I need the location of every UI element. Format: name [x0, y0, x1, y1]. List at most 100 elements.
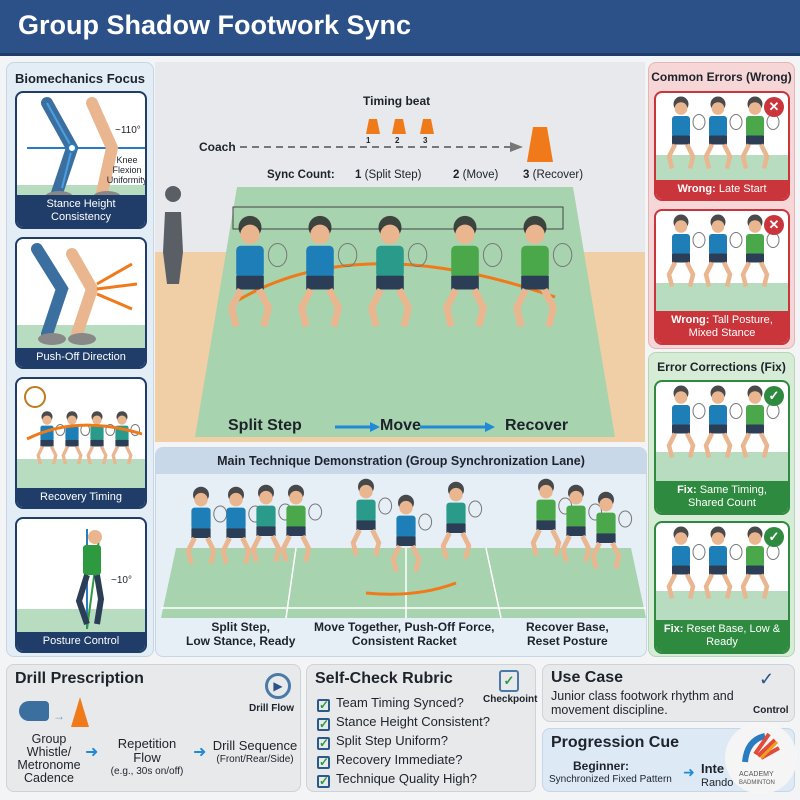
posture-angle-label: ~10° [111, 575, 132, 586]
players-illustration [666, 526, 780, 600]
demo-title: Main Technique Demonstration (Group Sync… [156, 448, 646, 474]
whistle-icon [19, 701, 49, 721]
svg-text:ACADEMY: ACADEMY [739, 771, 774, 778]
drill-step-repetition: Repetition Flow(e.g., 30s on/off) [110, 736, 184, 778]
header: Group Shadow Footwork Sync [0, 0, 800, 56]
player-figure [740, 526, 780, 600]
timing-beat-label: Timing beat [363, 94, 431, 108]
biomech-card-stance: ~110° Knee Flexion Uniformity Stance Hei… [15, 91, 147, 229]
progression-to-text: Rando [701, 777, 734, 789]
sync-count-2: 2 (Move) [453, 169, 499, 181]
demo-caption-move: Move Together, Push-Off Force, Consisten… [314, 620, 495, 648]
beat-3: 3 [423, 136, 428, 145]
phase-move: Move [380, 417, 421, 434]
sync-count-label: Sync Count: [267, 169, 335, 181]
coach-label: Coach [199, 140, 236, 154]
player-figure [703, 385, 743, 459]
fix-card-same-timing: ✓ Fix: Same Timing, Shared Count [654, 380, 790, 515]
page-title: Group Shadow Footwork Sync [18, 10, 412, 40]
rubric-title: Self-Check Rubric [315, 670, 453, 687]
card-caption: Recovery Timing [17, 488, 145, 507]
progression-title: Progression Cue [551, 734, 680, 751]
player-figure [590, 491, 633, 570]
arrow-icon: ➜ [85, 744, 99, 761]
fixes-title: Error Corrections (Fix) [657, 360, 786, 374]
players-illustration [666, 385, 780, 459]
card-caption: Wrong: Tall Posture, Mixed Stance [656, 311, 788, 343]
error-card-late-start: ✕ Wrong: Late Start [654, 91, 790, 201]
biomechanics-title: Biomechanics Focus [14, 71, 146, 86]
svg-text:BADMINTON: BADMINTON [739, 780, 775, 786]
drill-flow-label: Drill Flow [249, 703, 294, 714]
player-figure [666, 214, 706, 288]
card-caption: Fix: Same Timing, Shared Count [656, 481, 788, 513]
player-figure [280, 484, 323, 563]
player-figure [185, 486, 228, 565]
biomech-card-posture: ~10° Posture Control [15, 517, 147, 653]
metronome-icon [71, 697, 89, 727]
x-icon: ✕ [764, 97, 784, 117]
rubric-item: ✓Team Timing Synced? [317, 695, 464, 712]
error-corrections-panel: Error Corrections (Fix) ✓ Fix: Same Timi… [648, 352, 795, 657]
player-figure [350, 478, 393, 557]
push-off-illustration [31, 243, 138, 345]
sync-count-3: 3 (Recover) [523, 169, 584, 181]
rubric-item: ✓Technique Quality High? [317, 771, 477, 788]
player-figure [220, 486, 263, 565]
academy-logo: ACADEMY BADMINTON [725, 722, 797, 794]
beat-metronome-icons [366, 119, 434, 134]
posture-illustration [75, 529, 105, 630]
error-card-tall-posture: ✕ Wrong: Tall Posture, Mixed Stance [654, 209, 790, 345]
player-figure [36, 411, 66, 465]
drill-flow-icon: ▶ [265, 673, 291, 699]
demo-caption-split-step: Split Step, Low Stance, Ready [186, 620, 296, 648]
player-figure [666, 96, 706, 170]
fix-card-reset-base: ✓ Fix: Reset Base, Low & Ready [654, 521, 790, 654]
player-figure [512, 215, 573, 328]
rubric-list: ✓Team Timing Synced? ✓Stance Height Cons… [317, 693, 490, 788]
check-icon: ✓ [764, 527, 784, 547]
gym-scene: Timing beat 1 2 3 Coach Sync Count: 1 (S… [155, 62, 645, 442]
player-figure [703, 96, 743, 170]
progression-to-label: Inte [701, 761, 725, 776]
player-figure [390, 494, 433, 573]
checkbox-icon: ✓ [317, 736, 330, 750]
progression-from-text: Synchronized Fixed Pattern [549, 774, 672, 785]
player-figure [367, 215, 428, 328]
beat-1: 1 [366, 136, 371, 145]
checkbox-icon: ✓ [317, 755, 330, 769]
self-check-rubric-box: Self-Check Rubric ✓ Checkpoint ✓Team Tim… [306, 664, 537, 792]
player-figure [530, 478, 573, 557]
beat-2: 2 [395, 136, 400, 145]
drill-prescription-box: Drill Prescription ▶ Drill Flow → Group … [6, 664, 301, 792]
metronome-icon [527, 127, 553, 162]
card-caption: Posture Control [17, 632, 145, 651]
player-figure [666, 385, 706, 459]
demo-caption-recover: Recover Base, Reset Posture [526, 620, 609, 648]
players-illustration [666, 96, 780, 170]
knee-flexion-note: Knee Flexion Uniformity [106, 155, 147, 185]
player-figure [297, 215, 358, 328]
demo-illustration [161, 478, 646, 619]
scene-illustration [163, 119, 573, 432]
checkbox-icon: ✓ [317, 717, 330, 731]
biomech-card-recovery: Recovery Timing [15, 377, 147, 509]
drill-title: Drill Prescription [15, 670, 144, 687]
drill-step-sequence: Drill Sequence(Front/Rear/Side) [212, 738, 298, 766]
sync-count-1: 1 (Split Step) [355, 169, 422, 181]
phase-recover: Recover [505, 417, 569, 434]
player-figure [61, 411, 91, 465]
player-figure [250, 484, 293, 563]
player-figure [86, 411, 116, 465]
player-figure [740, 214, 780, 288]
card-caption: Stance Height Consistency [17, 195, 145, 227]
player-figure [703, 526, 743, 600]
player-figure [740, 96, 780, 170]
control-label: Control [753, 705, 789, 716]
clock-icon [24, 386, 46, 408]
rubric-item: ✓Stance Height Consistent? [317, 714, 490, 731]
arrow-icon: ➜ [193, 744, 207, 761]
phase-split-step: Split Step [228, 417, 302, 434]
card-caption: Fix: Reset Base, Low & Ready [656, 620, 788, 652]
x-icon: ✕ [764, 215, 784, 235]
